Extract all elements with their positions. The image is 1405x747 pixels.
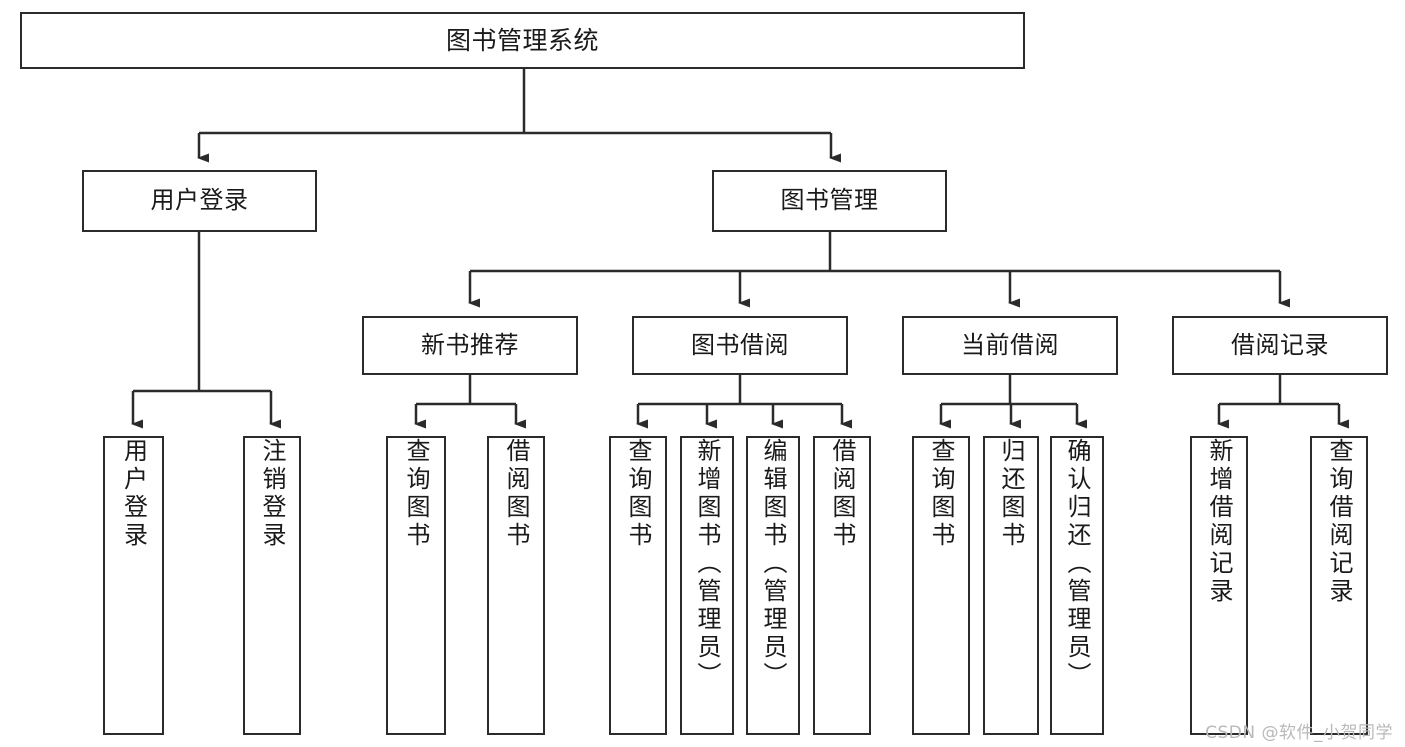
node-borrow-record[interactable]: 借阅记录	[1172, 316, 1388, 375]
node-leaf-query-book-a[interactable]: 查询图书	[386, 436, 446, 735]
node-current-borrow[interactable]: 当前借阅	[902, 316, 1118, 375]
node-leaf-confirm-return[interactable]: 确认归还（管理员）	[1050, 436, 1104, 735]
node-label: 查询图书	[927, 438, 955, 550]
node-leaf-edit-book[interactable]: 编辑图书（管理员）	[746, 436, 800, 735]
node-leaf-add-record[interactable]: 新增借阅记录	[1190, 436, 1248, 735]
node-leaf-query-book-b[interactable]: 查询图书	[609, 436, 667, 735]
node-label: 查询图书	[624, 438, 652, 550]
node-label: 当前借阅	[961, 330, 1059, 359]
node-label: 借阅图书	[502, 438, 530, 550]
node-label: 查询图书	[402, 438, 430, 550]
node-label: 新增借阅记录	[1205, 438, 1233, 606]
node-leaf-logout[interactable]: 注销登录	[243, 436, 301, 735]
node-root-system[interactable]: 图书管理系统	[20, 12, 1025, 69]
node-new-book-rec[interactable]: 新书推荐	[362, 316, 578, 375]
node-leaf-user-login[interactable]: 用户登录	[103, 436, 164, 735]
node-leaf-add-book[interactable]: 新增图书（管理员）	[680, 436, 734, 735]
node-leaf-query-record[interactable]: 查询借阅记录	[1310, 436, 1368, 735]
node-label: 新书推荐	[421, 330, 519, 359]
node-label: 查询借阅记录	[1325, 438, 1353, 606]
node-label: 用户登录	[150, 186, 249, 215]
node-label: 编辑图书（管理员）	[759, 438, 787, 690]
node-label: 图书管理系统	[445, 26, 599, 55]
node-leaf-borrow-book-a[interactable]: 借阅图书	[487, 436, 545, 735]
node-label: 新增图书（管理员）	[693, 438, 721, 690]
node-label: 图书借阅	[691, 330, 789, 359]
watermark-text: CSDN @软件_小贺同学	[1205, 723, 1393, 743]
node-book-borrow[interactable]: 图书借阅	[632, 316, 848, 375]
node-leaf-return-book[interactable]: 归还图书	[983, 436, 1039, 735]
node-label: 确认归还（管理员）	[1063, 438, 1091, 690]
node-leaf-query-book-c[interactable]: 查询图书	[912, 436, 970, 735]
node-label: 注销登录	[258, 438, 286, 550]
node-book-manage[interactable]: 图书管理	[712, 170, 947, 232]
node-label: 用户登录	[119, 438, 148, 550]
node-label: 归还图书	[997, 438, 1025, 550]
node-leaf-borrow-book-b[interactable]: 借阅图书	[813, 436, 871, 735]
node-user-login[interactable]: 用户登录	[82, 170, 317, 232]
node-label: 借阅图书	[828, 438, 856, 550]
node-label: 图书管理	[780, 186, 879, 215]
node-label: 借阅记录	[1231, 330, 1329, 359]
